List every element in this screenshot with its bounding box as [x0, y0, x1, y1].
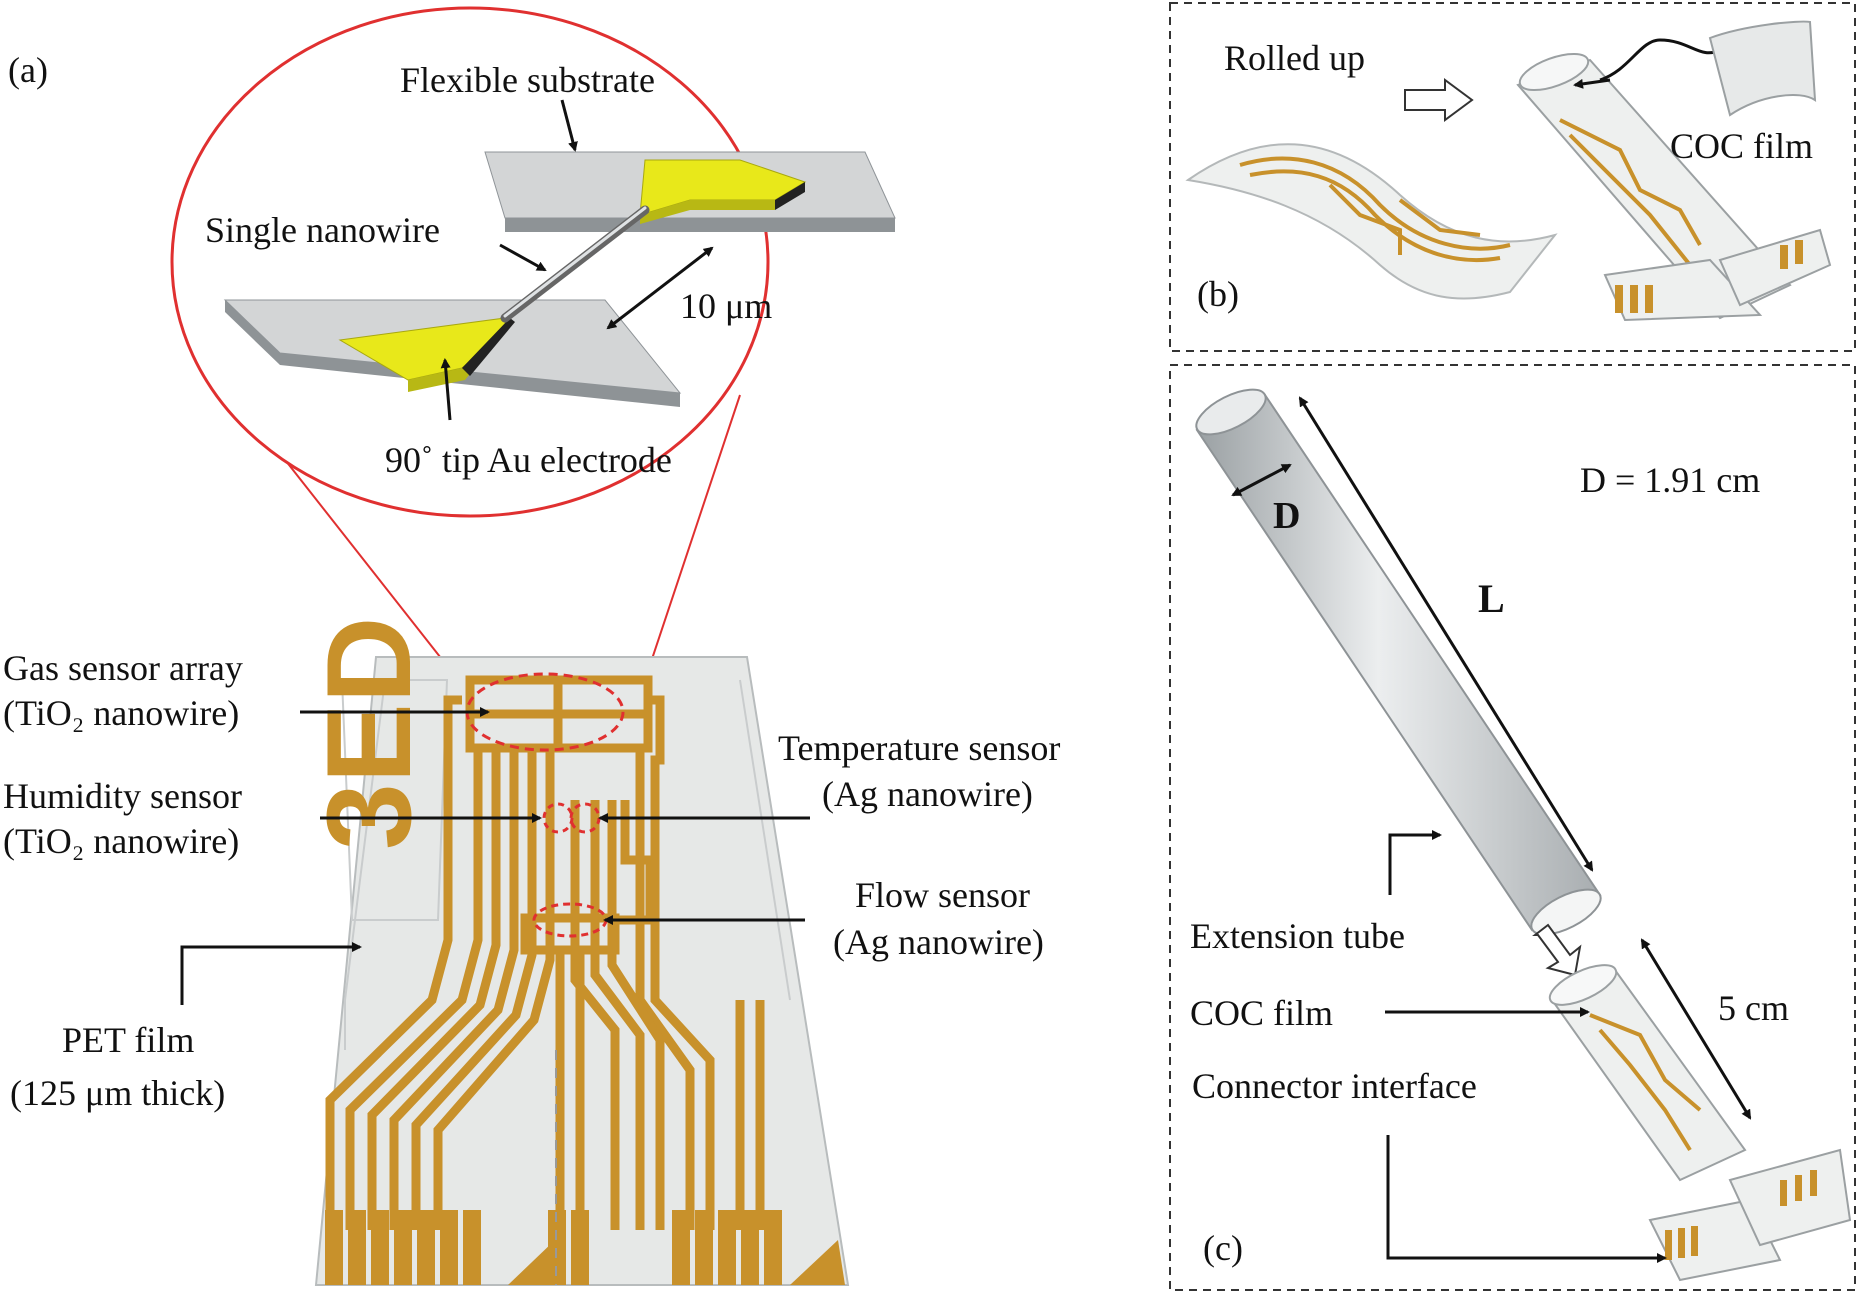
label-rolled-up: Rolled up — [1224, 38, 1365, 78]
arrow-single-nanowire — [499, 243, 547, 272]
label-flexible-substrate: Flexible substrate — [400, 60, 655, 100]
rolled-tube — [1516, 52, 1832, 322]
panel-c-label: (c) — [1203, 1228, 1243, 1268]
label-coc-film-b: COC film — [1670, 126, 1813, 166]
gold-traces — [325, 675, 765, 1230]
magnifier-line-right — [639, 394, 741, 696]
sensor-length-arrow — [1640, 938, 1752, 1120]
label-extension-tube: Extension tube — [1190, 916, 1405, 956]
label-gas-sensor-material: (TiO₂ nanowire) — [3, 693, 239, 733]
arrow-extension-tube — [1388, 830, 1442, 895]
panel-b-frame — [1169, 2, 1856, 352]
flat-film-traces — [1239, 156, 1511, 263]
arrow-pet-film — [180, 942, 362, 1005]
label-temperature-material: (Ag nanowire) — [822, 774, 1033, 814]
contact-pads — [325, 1210, 845, 1285]
gap-dimension-arrow — [606, 246, 714, 330]
label-d-symbol: D — [1273, 495, 1300, 537]
label-l-symbol: L — [1478, 576, 1505, 621]
nanowire — [500, 205, 650, 323]
diameter-arrow — [1231, 463, 1292, 497]
label-gas-sensor-array: Gas sensor array — [3, 648, 243, 688]
label-coc-film-c: COC film — [1190, 993, 1333, 1033]
coc-film-piece — [1708, 20, 1817, 117]
label-pet-film: PET film — [62, 1020, 194, 1060]
label-temperature-sensor: Temperature sensor — [778, 728, 1060, 768]
panel-c-frame — [1169, 364, 1856, 1291]
label-flow-sensor: Flow sensor — [855, 875, 1030, 915]
upper-electrode — [639, 159, 807, 224]
lower-electrode — [338, 317, 515, 392]
humidity-sensor-highlight — [542, 802, 574, 834]
arrow-electrode — [440, 358, 452, 421]
label-connector-interface: Connector interface — [1192, 1066, 1477, 1106]
arrow-flexible-substrate — [560, 99, 578, 152]
panel-a-label: (a) — [8, 50, 48, 90]
sensor-tube — [1548, 964, 1852, 1282]
rolled-up-arrow — [1404, 78, 1474, 122]
label-pet-thickness: (125 μm thick) — [10, 1073, 225, 1113]
arrow-connector-interface — [1386, 1135, 1667, 1263]
label-single-nanowire: Single nanowire — [205, 210, 440, 250]
length-arrow — [1298, 396, 1594, 872]
label-humidity-material: (TiO₂ nanowire) — [3, 821, 239, 861]
label-diameter: D = 1.91 cm — [1580, 460, 1760, 500]
label-flow-material: (Ag nanowire) — [833, 922, 1044, 962]
extension-tube — [1195, 388, 1602, 936]
label-electrode: 90˚ tip Au electrode — [385, 440, 672, 480]
chip-logo: 3ED — [302, 617, 436, 850]
panel-b-label: (b) — [1197, 274, 1239, 314]
label-5cm: 5 cm — [1718, 988, 1789, 1028]
label-gap: 10 μm — [680, 286, 772, 326]
label-humidity-sensor: Humidity sensor — [3, 776, 242, 816]
